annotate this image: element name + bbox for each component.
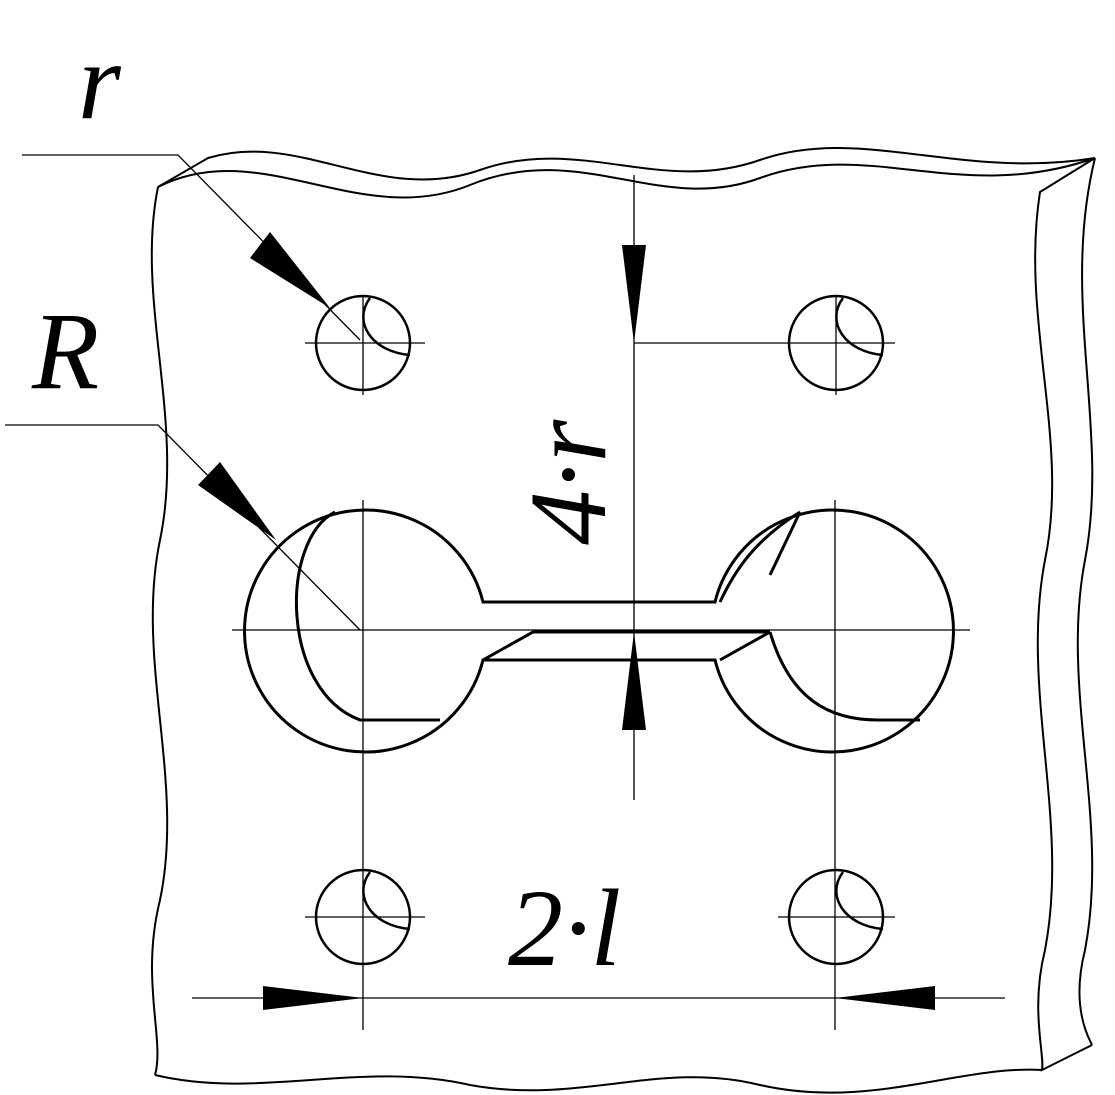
slot-chamfer-lower xyxy=(719,630,771,662)
arrow-leader-large-radius xyxy=(198,462,276,540)
plate-left-edge xyxy=(150,186,169,1076)
arrow-vertical-top xyxy=(622,245,646,343)
arrow-leader-small-radius xyxy=(250,232,330,308)
plate-right-edge xyxy=(1076,157,1096,1046)
small-holes xyxy=(314,294,885,966)
small-hole-top-left xyxy=(314,294,412,392)
slot-outline xyxy=(243,508,955,754)
label-large-radius: R xyxy=(31,290,99,412)
label-vertical-dimension: 4·r xyxy=(507,419,629,546)
label-horizontal-dimension: 2·l xyxy=(508,867,621,989)
slot-left-inner-wall xyxy=(294,510,440,722)
arrow-horizontal-right xyxy=(835,986,935,1010)
arrow-vertical-bottom xyxy=(622,632,646,730)
arrowheads xyxy=(198,232,935,1010)
plate-top-edge xyxy=(157,157,1096,199)
dumbbell-slot xyxy=(243,508,955,754)
small-hole-bottom-left xyxy=(314,868,412,966)
small-hole-bottom-right xyxy=(787,868,885,966)
plate-top-edge-thickness xyxy=(157,147,1096,188)
small-hole-top-right xyxy=(787,294,885,392)
plate-right-edge-thickness xyxy=(1034,157,1096,1072)
plate-bottom-edge xyxy=(154,1068,1043,1094)
label-small-radius: r xyxy=(78,20,122,142)
slot-chamfer-upper xyxy=(482,630,770,662)
arrow-horizontal-left xyxy=(263,986,363,1010)
plate-outline xyxy=(150,147,1096,1094)
leader-large-radius xyxy=(5,424,361,631)
slot-right-inner-wall xyxy=(718,510,920,722)
